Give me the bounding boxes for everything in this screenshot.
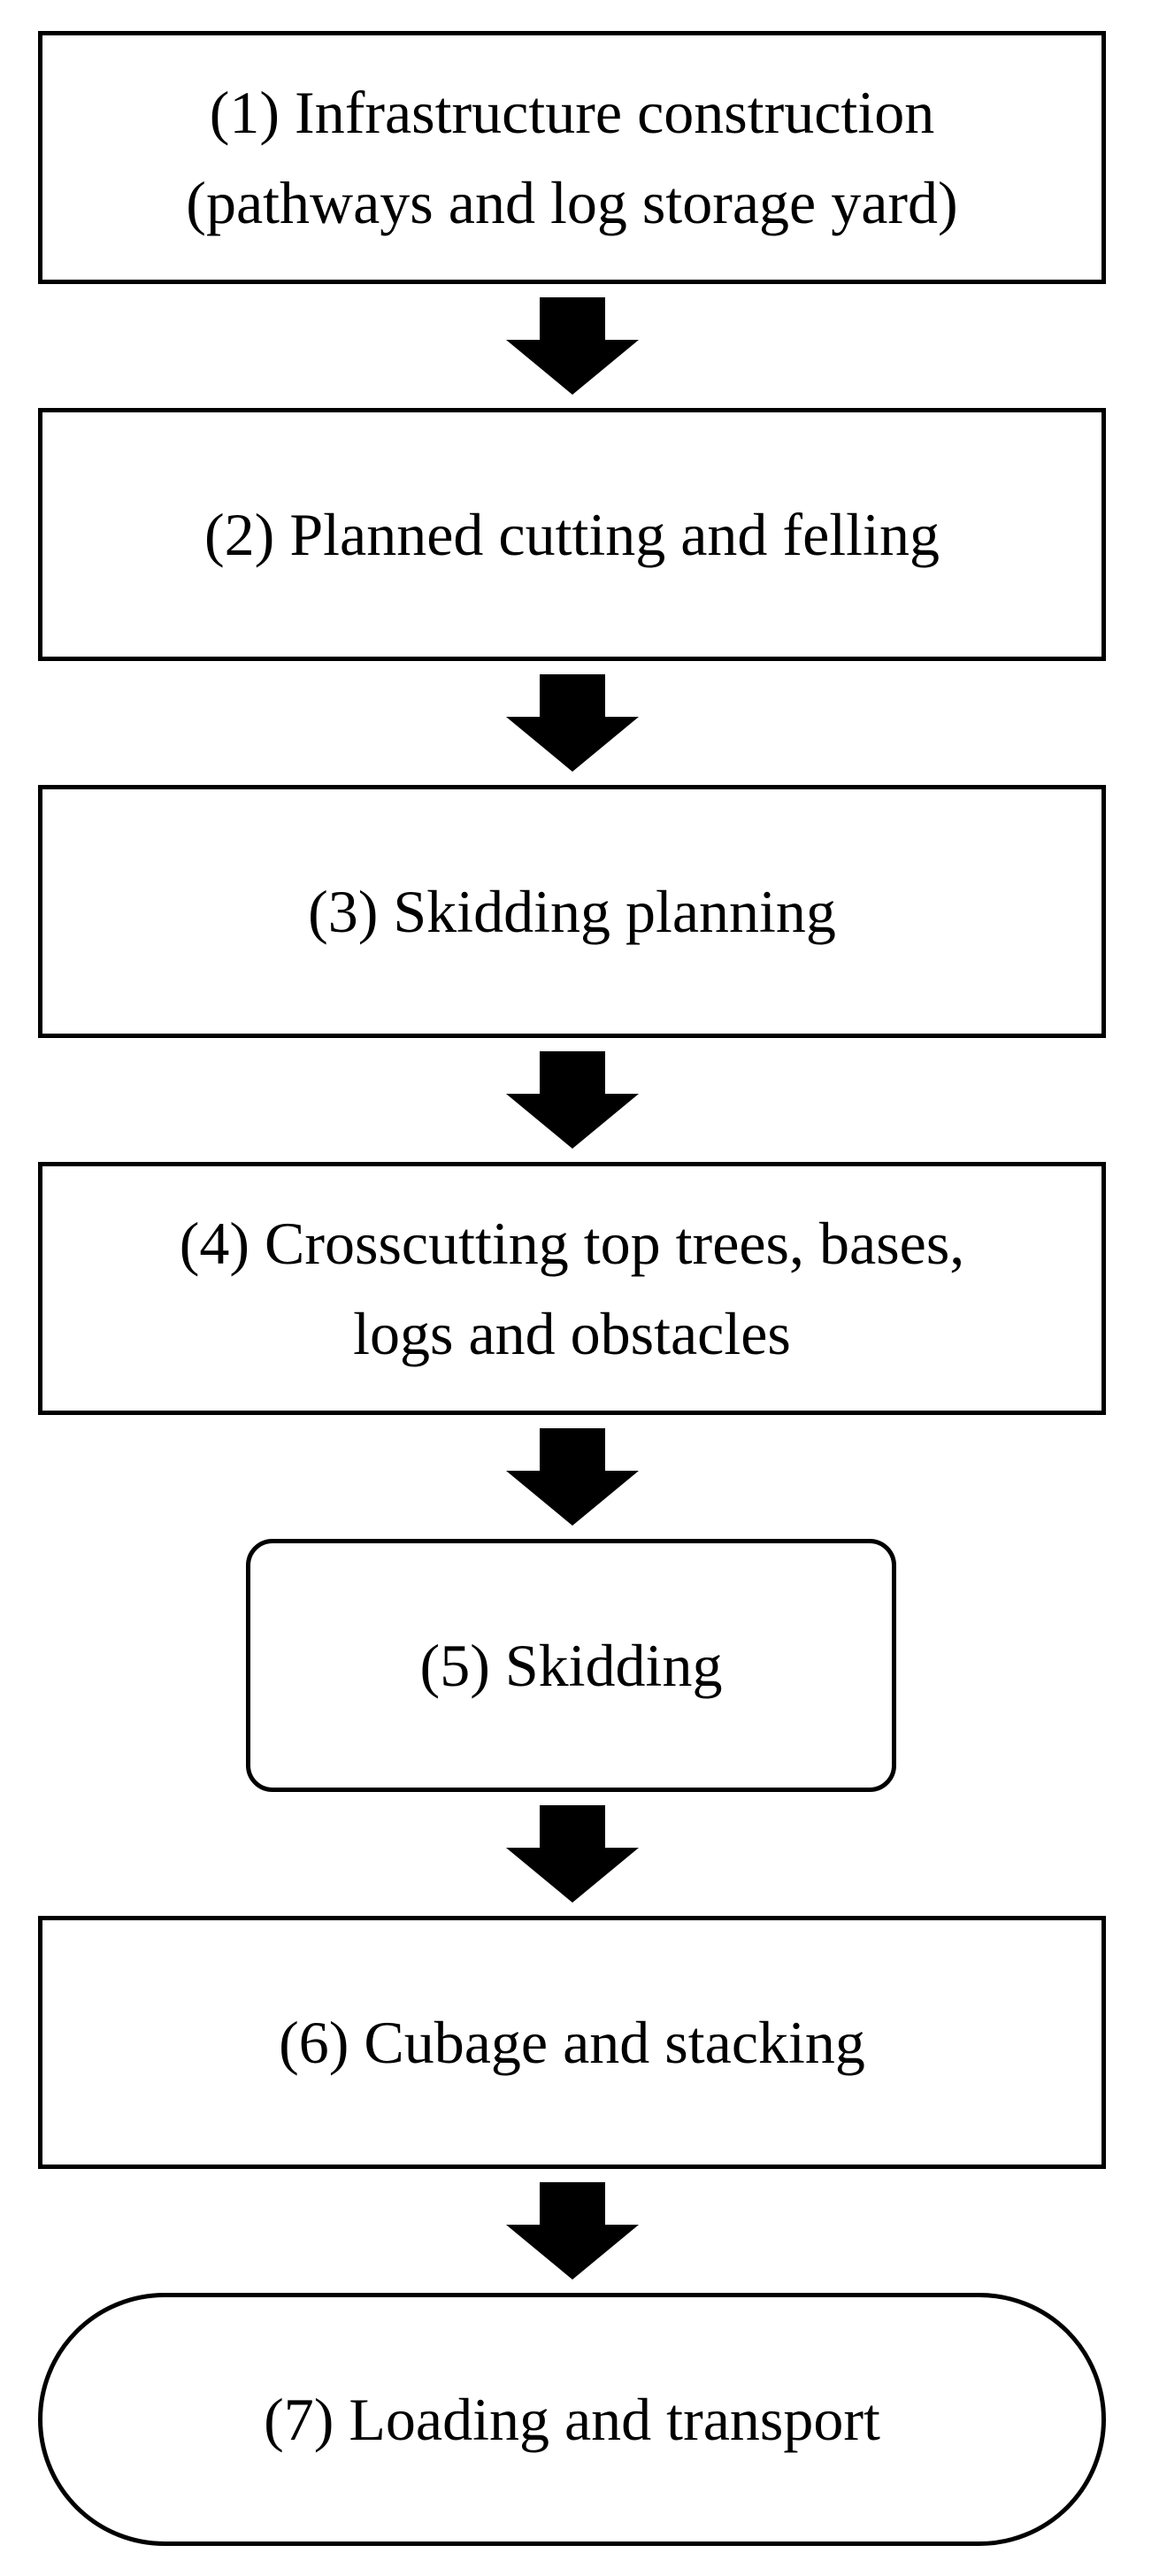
step-4-label-line1: (4) Crosscutting top trees, bases, (179, 1210, 965, 1277)
step-5-label: (5) Skidding (419, 1632, 723, 1699)
step-7-box: (7) Loading and transport (38, 2293, 1106, 2546)
arrow-down-icon (506, 2182, 639, 2280)
arrow-down-icon (506, 297, 639, 395)
step-1-box: (1) Infrastructure construction (pathway… (38, 31, 1106, 284)
step-4-box: (4) Crosscutting top trees, bases, logs … (38, 1162, 1106, 1415)
step-1-label-line1: (1) Infrastructure construction (209, 79, 935, 146)
step-1-label-line2: (pathways and log storage yard) (186, 169, 958, 236)
step-7-label: (7) Loading and transport (264, 2386, 880, 2453)
step-2-box: (2) Planned cutting and felling (38, 408, 1106, 661)
arrow-down-icon (506, 1051, 639, 1149)
step-2-label: (2) Planned cutting and felling (204, 501, 940, 568)
arrow-down-icon (506, 1805, 639, 1903)
step-3-box: (3) Skidding planning (38, 785, 1106, 1038)
arrow-down-icon (506, 674, 639, 772)
step-6-box: (6) Cubage and stacking (38, 1916, 1106, 2169)
step-4-label-line2: logs and obstacles (353, 1300, 791, 1367)
arrow-down-icon (506, 1428, 639, 1526)
step-3-label: (3) Skidding planning (308, 878, 836, 945)
step-6-label: (6) Cubage and stacking (279, 2009, 865, 2076)
step-5-box: (5) Skidding (246, 1539, 896, 1792)
